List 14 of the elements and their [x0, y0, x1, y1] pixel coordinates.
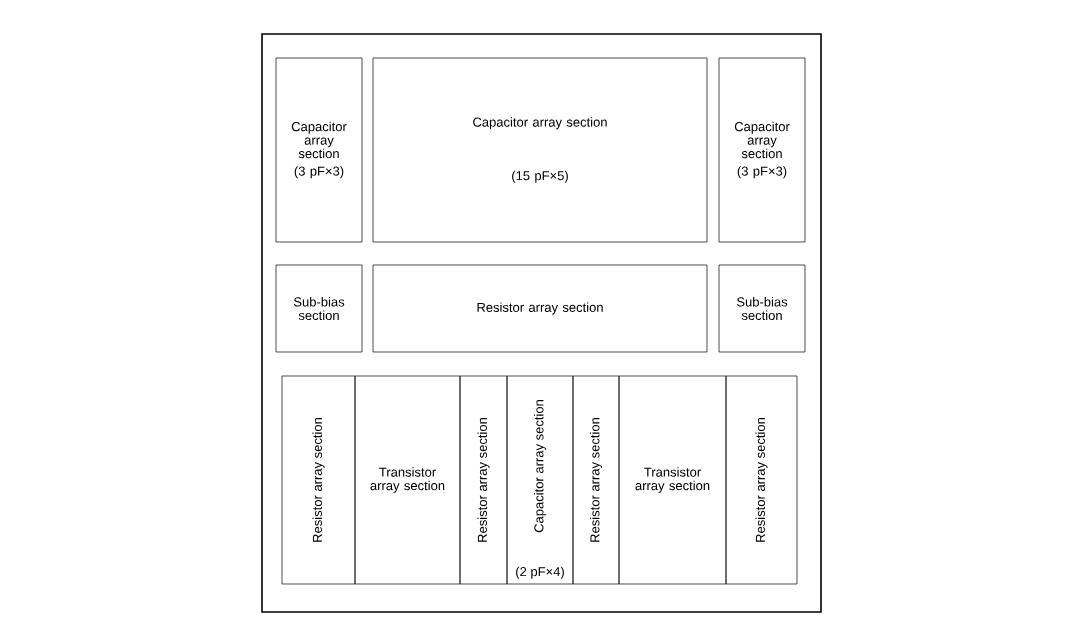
section-box: Capacitor array section (15 pF×5) [372, 57, 708, 243]
section-box: Resistor array section [572, 375, 620, 585]
section-box: Transistor array section [354, 375, 461, 585]
section-box: Resistor array section [725, 375, 798, 585]
section-box: Resistor array section [281, 375, 356, 585]
chip-outline [261, 33, 822, 613]
section-box: Capacitor array section (3 pF×3) [718, 57, 806, 243]
section-box: Sub-bias section [275, 264, 363, 353]
section-box: Capacitor array section (2 pF×4) [506, 375, 574, 585]
section-box: Transistor array section [618, 375, 727, 585]
section-box: Capacitor array section (3 pF×3) [275, 57, 363, 243]
section-box: Resistor array section [459, 375, 508, 585]
section-box: Resistor array section [372, 264, 708, 353]
section-box: Sub-bias section [718, 264, 806, 353]
